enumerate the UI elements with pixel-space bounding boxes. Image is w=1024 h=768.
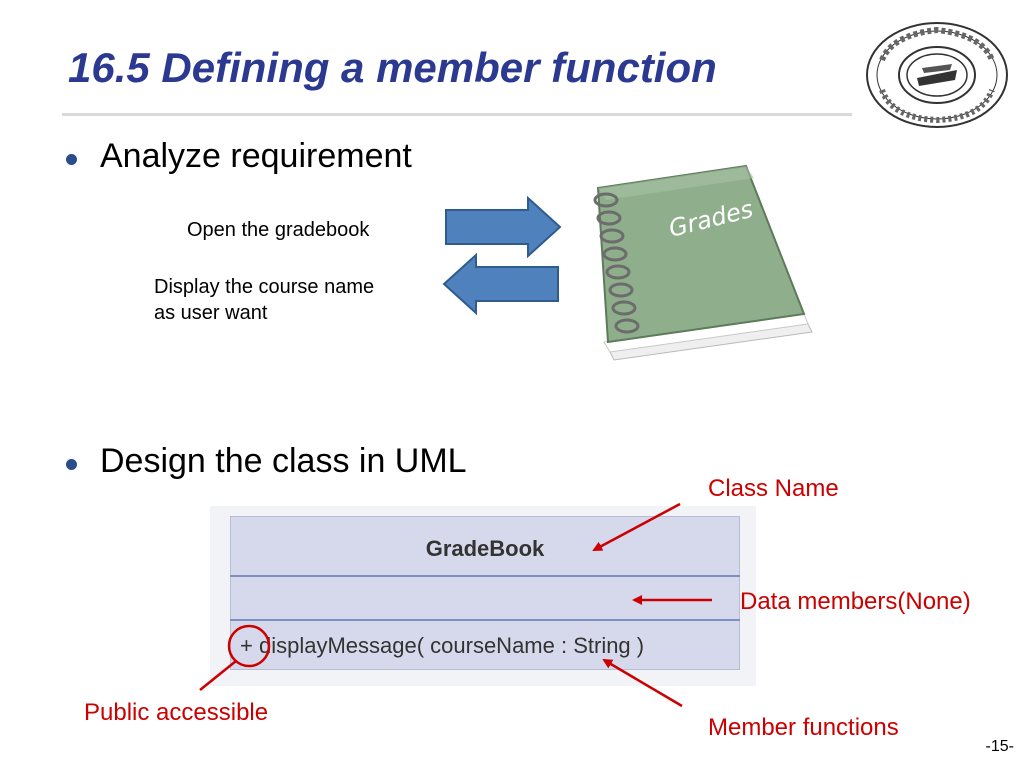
public-marker-circle [227,624,271,668]
annotation-member-functions: Member functions [708,714,899,741]
uml-divider [230,575,740,577]
page-number: -15- [985,738,1014,755]
public-pointer-line [199,660,237,691]
uml-method: + displayMessage( courseName : String ) [240,633,645,658]
grades-notebook-icon: Grades [593,164,813,361]
request-note: Open the gradebook [187,219,370,241]
bullet-dot [66,459,77,470]
left-arrow-icon [442,253,559,315]
response-note-line1: Display the course name [154,276,375,298]
university-seal-logo [866,22,1008,128]
response-note: Display the course name as user want [154,274,374,326]
bullet-dot [66,154,77,165]
member-functions-arrow [602,658,683,708]
right-arrow-icon [445,196,562,258]
uml-class-box [230,516,740,670]
slide-title: 16.5 Defining a member function [68,44,717,91]
annotation-data-members: Data members(None) [740,588,971,615]
class-name-arrow [592,502,681,552]
annotation-public-accessible: Public accessible [84,699,269,726]
uml-class-name: GradeBook [425,536,545,561]
uml-divider [230,619,740,621]
bullet-analyze-requirement: Analyze requirement [100,137,412,175]
response-note-line2: as user want [154,302,268,324]
annotation-class-name: Class Name [708,475,839,502]
bullet-design-uml: Design the class in UML [100,442,467,480]
title-divider [62,113,852,116]
